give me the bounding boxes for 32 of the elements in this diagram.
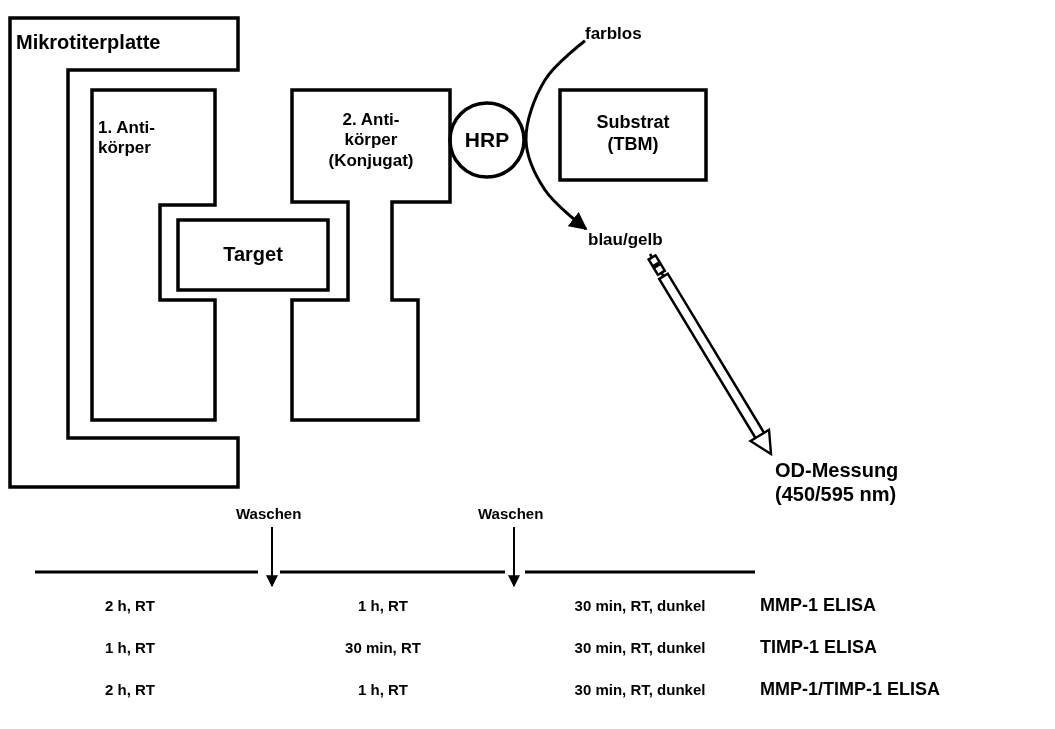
assay-name: MMP-1/TIMP-1 ELISA	[760, 679, 940, 700]
enzyme-circle	[450, 103, 524, 177]
node-label: Mikrotiterplatte	[16, 30, 162, 54]
incubation-condition: 30 min, RT	[344, 639, 422, 656]
step-label: Waschen	[236, 505, 303, 523]
node-label: Substrat (TBM)	[595, 112, 671, 156]
step-label: blau/gelb	[588, 230, 664, 251]
incubation-condition: 1 h, RT	[357, 681, 409, 698]
hollow-arrow	[648, 253, 773, 456]
step-label: OD-Messung (450/595 nm)	[775, 458, 900, 506]
incubation-condition: 1 h, RT	[357, 597, 409, 614]
curved-arrow	[524, 39, 588, 231]
incubation-condition: 30 min, RT, dunkel	[573, 639, 707, 656]
incubation-condition: 30 min, RT, dunkel	[573, 681, 707, 698]
arrow	[508, 526, 520, 588]
node-label: 2. Anti- körper (Konjugat)	[327, 110, 415, 172]
arrow	[266, 526, 278, 588]
antibody-shape	[92, 90, 215, 420]
substrate-box	[560, 90, 706, 180]
node-label: Target	[222, 242, 284, 266]
step-label: farblos	[585, 24, 643, 45]
assay-name: MMP-1 ELISA	[760, 595, 876, 616]
incubation-condition: 2 h, RT	[104, 597, 156, 614]
incubation-condition: 2 h, RT	[104, 681, 156, 698]
node-label: 1. Anti- körper	[98, 118, 156, 159]
step-label: Waschen	[478, 505, 545, 523]
incubation-condition: 1 h, RT	[104, 639, 156, 656]
assay-name: TIMP-1 ELISA	[760, 637, 877, 658]
node-label: HRP	[463, 127, 511, 153]
conjugate-antibody-shape	[292, 90, 450, 420]
target-box	[178, 220, 328, 290]
incubation-condition: 30 min, RT, dunkel	[573, 597, 707, 614]
